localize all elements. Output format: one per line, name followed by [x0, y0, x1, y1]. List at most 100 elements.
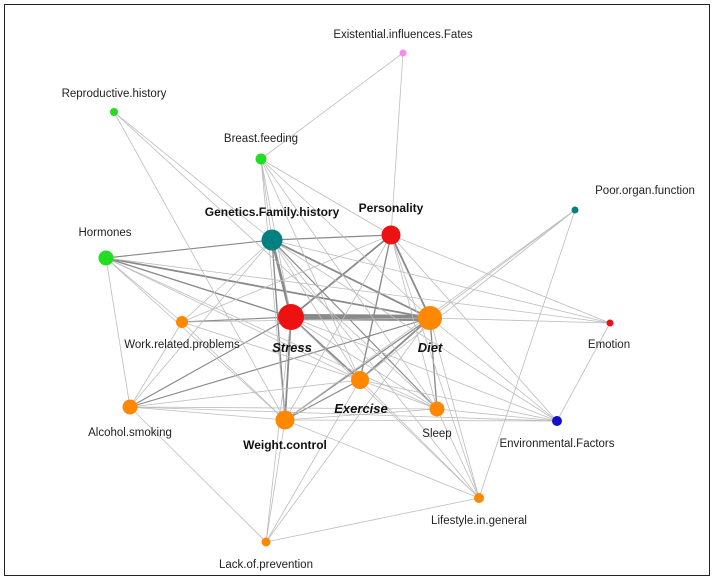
edge-hormones-workrelated — [105, 257, 183, 323]
edge-poororgan-lifestyle — [478, 209, 576, 499]
node-exercise[interactable] — [351, 371, 369, 389]
node-poororgan[interactable] — [571, 206, 579, 214]
edge-diet-environmental — [429, 317, 558, 422]
edge-personality-emotion — [390, 234, 611, 324]
nodes-layer: Existential.influences.Fates Reproductiv… — [62, 29, 695, 571]
edge-genetics-emotion — [271, 239, 611, 324]
edge-diet-prevention — [265, 317, 431, 543]
node-stress[interactable] — [278, 304, 304, 330]
label-workrelated: Work.related.problems — [124, 339, 240, 351]
edge-breastfeeding-sleep — [260, 158, 438, 410]
edge-hormones-genetics — [105, 239, 273, 259]
edge-hormones-alcohol — [105, 257, 131, 408]
edge-existential-personality — [390, 52, 404, 236]
edge-genetics-lifestyle — [271, 239, 480, 499]
node-diet[interactable] — [418, 306, 442, 330]
edge-hormones-weight — [105, 257, 286, 421]
edge-breastfeeding-personality — [260, 158, 392, 236]
edge-personality-sleep — [390, 234, 438, 410]
label-poororgan: Poor.organ.function — [595, 185, 695, 197]
edge-exercise-lifestyle — [359, 379, 480, 499]
node-alcohol[interactable] — [122, 399, 138, 415]
node-emotion[interactable] — [606, 319, 614, 327]
edge-stress-alcohol — [129, 316, 292, 408]
edge-personality-workrelated — [181, 234, 392, 323]
edge-stress-prevention — [265, 316, 292, 543]
edges-layer — [105, 52, 611, 543]
label-stress: Stress — [272, 340, 312, 355]
edge-stress-environmental — [290, 316, 558, 422]
node-existential[interactable] — [399, 49, 407, 57]
edge-sleep-environmental — [436, 408, 558, 422]
edge-genetics-personality — [271, 234, 392, 241]
edge-breastfeeding-exercise — [260, 158, 361, 381]
edge-alcohol-sleep — [129, 406, 438, 410]
node-genetics[interactable] — [261, 229, 283, 251]
edge-breastfeeding-diet — [260, 158, 431, 319]
edge-weight-lifestyle — [284, 419, 480, 499]
edge-emotion-environmental — [556, 322, 611, 422]
edge-lifestyle-prevention — [265, 497, 480, 543]
edge-stress-weight — [284, 316, 292, 421]
label-genetics: Genetics.Family.history — [205, 205, 340, 219]
label-existential: Existential.influences.Fates — [333, 29, 473, 41]
label-prevention: Lack.of.prevention — [219, 559, 313, 571]
edge-existential-breastfeeding — [260, 52, 404, 160]
label-environmental: Environmental.Factors — [499, 438, 614, 450]
edge-genetics-workrelated — [181, 239, 273, 323]
edge-weight-prevention — [265, 419, 286, 543]
label-reproductive: Reproductive.history — [62, 88, 167, 100]
edge-alcohol-prevention — [129, 406, 267, 543]
edge-diet-workrelated — [181, 317, 431, 323]
edge-reproductive-genetics — [113, 111, 273, 241]
edge-personality-weight — [284, 234, 392, 421]
edge-workrelated-alcohol — [129, 321, 183, 408]
edge-diet-sleep — [429, 317, 438, 410]
node-reproductive[interactable] — [110, 108, 118, 116]
edge-breastfeeding-genetics — [260, 158, 273, 241]
edge-diet-emotion — [429, 317, 611, 324]
label-sleep: Sleep — [422, 428, 451, 440]
edge-genetics-sleep — [271, 239, 438, 410]
edge-personality-stress — [290, 234, 392, 318]
node-hormones[interactable] — [98, 250, 114, 266]
edge-personality-lifestyle — [390, 234, 480, 499]
edge-poororgan-exercise — [359, 209, 576, 381]
edge-alcohol-exercise — [129, 379, 361, 408]
edge-reproductive-weight — [113, 111, 286, 421]
edge-weight-environmental — [284, 419, 558, 422]
edge-hormones-sleep — [105, 257, 438, 410]
edge-genetics-diet — [271, 239, 431, 319]
node-weight[interactable] — [275, 410, 295, 430]
node-breastfeeding[interactable] — [255, 153, 267, 165]
label-emotion: Emotion — [588, 339, 630, 351]
label-exercise: Exercise — [334, 401, 388, 416]
edge-genetics-stress — [270, 239, 293, 318]
label-weight: Weight.control — [243, 438, 327, 452]
node-sleep[interactable] — [429, 401, 445, 417]
edge-weight-exercise — [284, 379, 361, 421]
label-lifestyle: Lifestyle.in.general — [431, 515, 527, 527]
edge-workrelated-weight — [181, 321, 286, 421]
node-prevention[interactable] — [261, 537, 271, 547]
edge-hormones-stress — [105, 257, 292, 318]
label-hormones: Hormones — [78, 227, 131, 239]
edge-diet-weight — [284, 317, 431, 421]
edge-sleep-lifestyle — [436, 408, 480, 499]
edge-diet-lifestyle — [429, 317, 480, 499]
node-environmental[interactable] — [552, 416, 562, 426]
edge-poororgan-diet — [429, 209, 576, 319]
node-lifestyle[interactable] — [474, 493, 484, 503]
label-alcohol: Alcohol.smoking — [88, 427, 172, 439]
edge-stress-diet — [290, 313, 431, 322]
edge-genetics-alcohol — [129, 239, 273, 408]
edge-stress-lifestyle — [290, 316, 480, 499]
edge-workrelated-exercise — [181, 321, 361, 381]
node-personality[interactable] — [381, 225, 401, 245]
node-workrelated[interactable] — [176, 316, 188, 328]
label-breastfeeding: Breast.feeding — [224, 133, 298, 145]
edge-exercise-sleep — [359, 379, 438, 410]
label-diet: Diet — [418, 340, 443, 355]
edge-alcohol-weight — [129, 406, 286, 421]
